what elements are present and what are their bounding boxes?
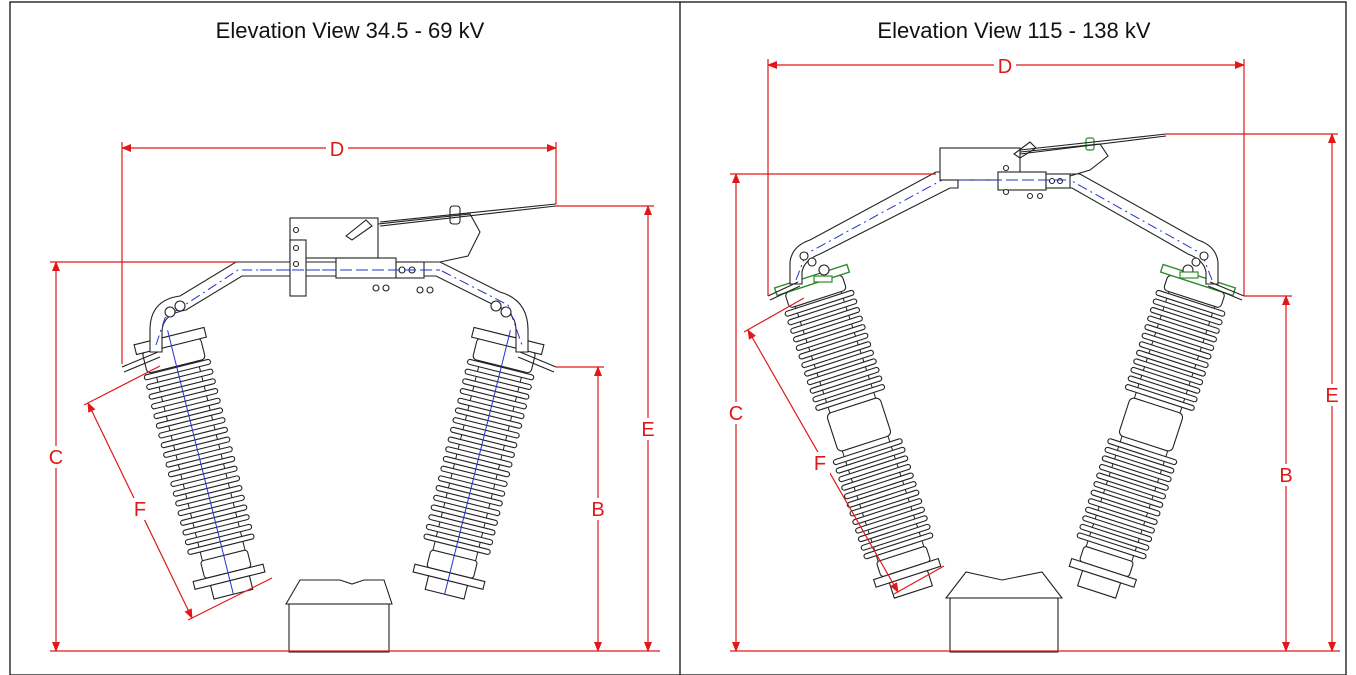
- dim-label-d-left: D: [330, 139, 344, 161]
- insulator-left-a: [133, 326, 266, 600]
- dim-label-c-left: C: [49, 447, 63, 469]
- insulator-left-b: [412, 326, 545, 600]
- base-box-right: [949, 597, 1059, 653]
- panel-title-right: Elevation View 115 - 138 kV: [877, 18, 1150, 43]
- sheet-border: [9, 1, 1347, 675]
- dim-label-f-left: F: [134, 499, 146, 521]
- panel-left: Elevation View 34.5 - 69 kV: [46, 18, 660, 653]
- dim-label-e-left: E: [641, 419, 654, 441]
- dim-label-c-right: C: [729, 403, 743, 425]
- dim-label-f-right: F: [814, 453, 826, 475]
- dim-label-b-right: B: [1279, 465, 1292, 487]
- switch-blade-right-b: [1063, 173, 1219, 285]
- dim-label-b-left: B: [591, 499, 604, 521]
- dim-label-d-right: D: [998, 56, 1012, 78]
- panel-title-left: Elevation View 34.5 - 69 kV: [216, 18, 485, 43]
- base-box-left: [288, 603, 390, 653]
- dimensions-left: D C E B F: [46, 138, 660, 652]
- panel-right: Elevation View 115 - 138 kV: [726, 18, 1342, 653]
- insulator-right-b: [1068, 263, 1237, 599]
- insulator-right-a: [773, 263, 942, 599]
- dim-label-e-right: E: [1325, 385, 1338, 407]
- switch-blade-right-a: [789, 171, 959, 285]
- dimensions-right: D C E B F: [726, 55, 1342, 652]
